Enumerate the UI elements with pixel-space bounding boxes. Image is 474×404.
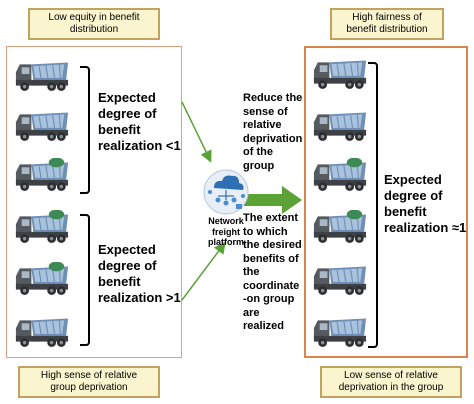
tag-high-fairness-line2: benefit distribution: [346, 24, 428, 35]
label-line: Expected: [98, 242, 156, 257]
middle-lower-text: The extent to which the desired benefits…: [243, 212, 302, 334]
tag-low-equity-line2: distribution: [69, 24, 119, 35]
text-line: the desired: [243, 239, 302, 251]
cloud-network-icon: [203, 169, 249, 215]
tag-low-deprivation-line1: Low sense of relative: [344, 370, 438, 381]
label-line: benefit: [98, 274, 141, 289]
text-line: sense of: [243, 105, 288, 118]
label-line: Expected: [98, 90, 156, 105]
left-upper-bracket: [80, 66, 90, 194]
text-line: relative: [243, 119, 282, 131]
text-line: of the: [243, 146, 273, 158]
left-panel: [6, 46, 182, 358]
text-line: -on group: [243, 293, 295, 305]
text-line: The extent: [243, 212, 299, 224]
label-line: degree of: [384, 188, 443, 203]
arrow-upper-to-platform: [181, 101, 212, 163]
middle-upper-text: Reduce the sense of relative deprivation…: [243, 92, 302, 173]
right-panel: [304, 46, 468, 358]
text-line: to which: [243, 225, 288, 238]
tag-low-equity-line1: Low equity in benefit: [48, 12, 140, 23]
text-line: realized: [243, 320, 284, 332]
tag-high-deprivation-line1: High sense of relative: [40, 370, 138, 381]
text-line: platform: [208, 237, 244, 247]
text-line: the: [243, 266, 260, 278]
label-line: degree of: [98, 258, 157, 273]
label-line: benefit: [384, 204, 427, 219]
arrow-lower-to-platform: [181, 241, 226, 301]
text-line: deprivation: [243, 132, 303, 145]
text-line: Reduce the: [243, 92, 303, 104]
big-arrow-to-right: [244, 186, 302, 214]
left-upper-label: Expected degree of benefit realization <…: [98, 90, 181, 154]
label-line: Expected: [384, 172, 442, 187]
text-line: freight: [212, 226, 240, 237]
right-bracket: [368, 62, 378, 348]
label-line: realization >1: [98, 290, 181, 305]
label-line: benefit: [98, 122, 141, 137]
text-line: coordinate: [243, 279, 300, 292]
text-line: group: [243, 159, 275, 172]
tag-high-deprivation-line2: group deprivation: [50, 382, 128, 393]
text-line: are: [243, 306, 260, 319]
left-lower-label: Expected degree of benefit realization >…: [98, 242, 181, 306]
label-line: realization ≈1: [384, 220, 467, 235]
right-label: Expected degree of benefit realization ≈…: [384, 172, 466, 236]
label-line: realization <1: [98, 138, 181, 153]
tag-low-deprivation-line2: deprivation in the group: [338, 382, 444, 393]
tag-high-fairness-line1: High fairness of: [352, 12, 422, 23]
text-line: Network: [208, 216, 244, 226]
text-line: benefits of: [243, 252, 299, 265]
left-lower-bracket: [80, 214, 90, 346]
label-line: degree of: [98, 106, 157, 121]
platform-label: Network freight platform: [196, 216, 256, 248]
